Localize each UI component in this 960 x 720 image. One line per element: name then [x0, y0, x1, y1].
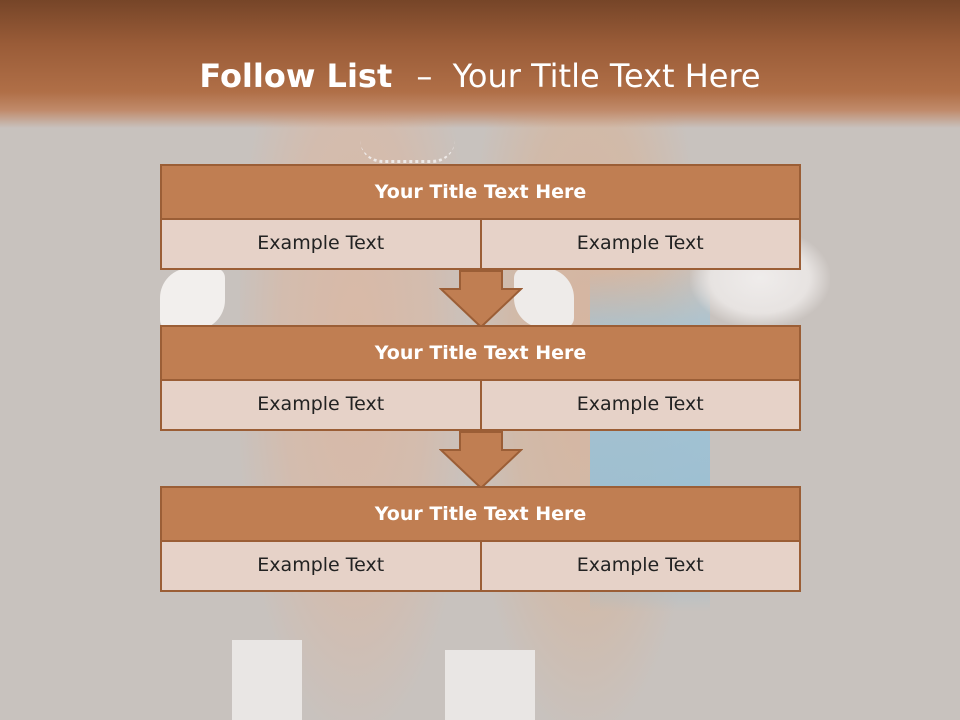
- step-3: Your Title Text Here Example Text Exampl…: [160, 486, 801, 592]
- step-1-title: Your Title Text Here: [160, 164, 801, 220]
- step-3-right-cell: Example Text: [481, 542, 801, 592]
- down-arrow-2: [439, 431, 523, 489]
- glove-right: [514, 268, 574, 328]
- step-1-left-cell: Example Text: [160, 220, 482, 270]
- step-2-row: Example Text Example Text: [160, 381, 801, 431]
- header-band: [0, 0, 960, 128]
- step-1-right-cell: Example Text: [481, 220, 801, 270]
- glove-left: [160, 268, 225, 330]
- down-arrow-1: [439, 270, 523, 328]
- step-2-right-cell: Example Text: [481, 381, 801, 431]
- step-2: Your Title Text Here Example Text Exampl…: [160, 325, 801, 431]
- step-3-left-cell: Example Text: [160, 542, 482, 592]
- boot-right: [445, 650, 535, 720]
- step-1-row: Example Text Example Text: [160, 220, 801, 270]
- step-2-title: Your Title Text Here: [160, 325, 801, 381]
- necklace: [360, 140, 455, 163]
- step-3-row: Example Text Example Text: [160, 542, 801, 592]
- step-2-left-cell: Example Text: [160, 381, 482, 431]
- step-3-title: Your Title Text Here: [160, 486, 801, 542]
- boot-left: [232, 640, 302, 720]
- title-rest: Your Title Text Here: [452, 57, 761, 95]
- slide-title: Follow List – Your Title Text Here: [0, 52, 960, 100]
- step-1: Your Title Text Here Example Text Exampl…: [160, 164, 801, 270]
- title-bold: Follow List: [199, 57, 393, 95]
- title-separator: –: [416, 57, 433, 95]
